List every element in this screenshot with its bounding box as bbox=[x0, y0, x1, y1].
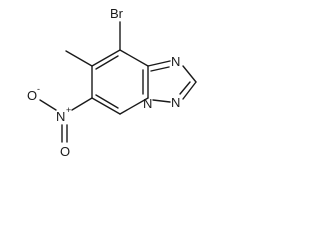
molecule-structure: Br N N N N + O - O bbox=[27, 6, 197, 159]
bond-c2-n3-inner bbox=[179, 81, 191, 95]
bond-c7-methyl bbox=[65, 50, 93, 67]
atom-o-nitro-top: O bbox=[27, 88, 37, 103]
bond-c5-c6-inner bbox=[95, 94, 119, 109]
atom-n-ring-fused: N bbox=[143, 96, 152, 111]
bond-c8-c8a bbox=[119, 49, 149, 67]
bond-c2-n3 bbox=[182, 81, 197, 100]
atom-br: Br bbox=[110, 6, 124, 21]
bond-c8a-n1 bbox=[147, 60, 171, 67]
atom-n-ring-bottom-right: N bbox=[171, 95, 180, 110]
bond-n1-c2 bbox=[182, 65, 197, 83]
bond-n4-c5 bbox=[119, 97, 149, 115]
bond-c6-n-nitro bbox=[71, 97, 93, 111]
bond-c7-c8 bbox=[91, 49, 121, 67]
bond-n-nitro-o-top bbox=[39, 99, 57, 111]
charge-o-nitro-top: - bbox=[37, 84, 40, 94]
bonds bbox=[39, 21, 197, 143]
atom-labels: Br N N N N + O - O bbox=[27, 6, 180, 159]
atom-n-nitro: N bbox=[56, 109, 65, 124]
charge-n-nitro: + bbox=[66, 105, 71, 115]
atom-n-ring-top: N bbox=[171, 54, 180, 69]
bond-c7-c8-inner bbox=[95, 55, 119, 70]
atom-o-nitro-bottom: O bbox=[60, 144, 70, 159]
bond-c8a-n1-inner bbox=[150, 66, 170, 72]
bond-n3-n4 bbox=[152, 99, 171, 103]
bond-c5-c6 bbox=[91, 97, 121, 115]
